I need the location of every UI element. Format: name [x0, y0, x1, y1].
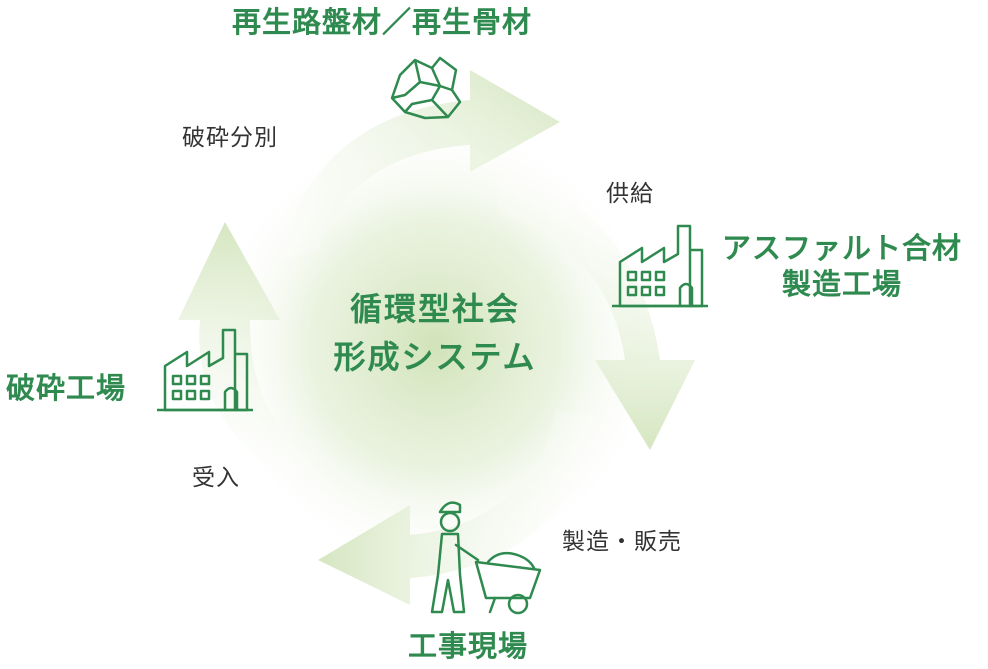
node-construction-site-label: 工事現場 [408, 629, 529, 663]
step-supply: 供給 [606, 181, 654, 207]
node-recycled-material-label: 再生路盤材／再生骨材 [232, 5, 533, 39]
center-title-line1: 循環型社会 [349, 290, 520, 328]
center-title: 循環型社会 形成システム [325, 285, 545, 381]
step-crush-sort: 破砕分別 [182, 125, 278, 151]
factory-icon-crushing [157, 328, 253, 412]
arrow-top [280, 70, 560, 260]
rocks-icon [390, 56, 462, 120]
asphalt-plant-line1: アスファルト合材 [722, 231, 963, 265]
step-manufacture-sell: 製造・販売 [562, 529, 682, 555]
arrow-bottom [318, 410, 595, 605]
asphalt-plant-line2: 製造工場 [782, 267, 903, 302]
factory-icon [612, 224, 708, 308]
center-title-line2: 形成システム [333, 338, 537, 376]
node-asphalt-plant-label: アスファルト合材 製造工場 [722, 230, 962, 303]
step-accept: 受入 [192, 465, 240, 491]
worker-wheelbarrow-icon [430, 501, 542, 615]
node-crushing-plant-label: 破砕工場 [6, 371, 127, 405]
arrow-right [495, 175, 695, 450]
